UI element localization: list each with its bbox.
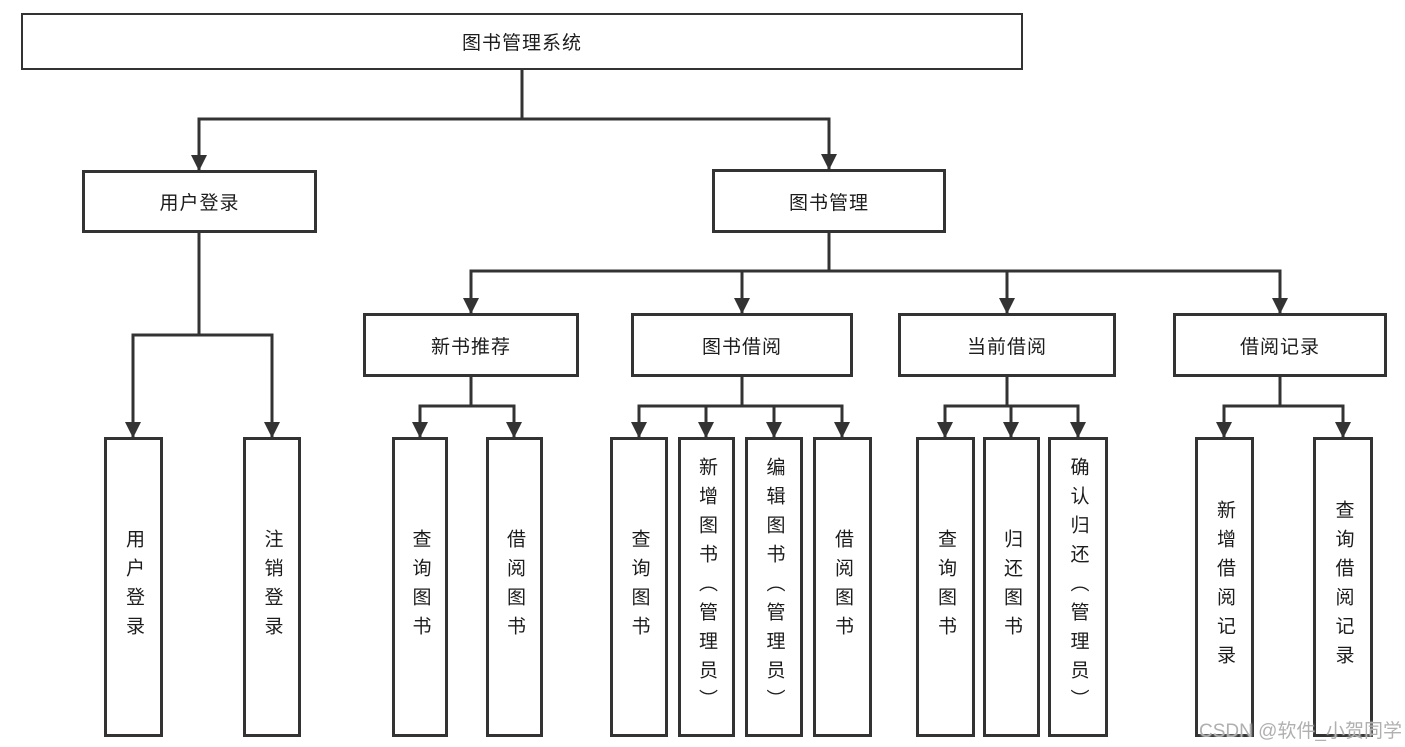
node-borrow-records: 借阅记录 [1173, 313, 1387, 377]
leaf-query-borrow-record: 查询借阅记录 [1313, 437, 1373, 737]
leaf-borrow-books: 借阅图书 [813, 437, 872, 737]
leaf-borrow-books-recommend: 借阅图书 [486, 437, 543, 737]
leaf-user-login: 用户登录 [104, 437, 163, 737]
node-user-login-module: 用户登录 [82, 170, 317, 233]
csdn-watermark: CSDN @软件_小贺同学 [1199, 721, 1402, 742]
node-new-book-recommend: 新书推荐 [363, 313, 579, 377]
leaf-confirm-return-admin: 确认归还（管理员） [1048, 437, 1108, 737]
leaf-add-borrow-record: 新增借阅记录 [1195, 437, 1254, 737]
node-current-borrow: 当前借阅 [898, 313, 1116, 377]
node-book-borrow: 图书借阅 [631, 313, 853, 377]
leaf-query-books-borrow: 查询图书 [610, 437, 668, 737]
leaf-query-books-current: 查询图书 [916, 437, 975, 737]
node-book-management-module: 图书管理 [712, 169, 946, 233]
leaf-edit-books-admin: 编辑图书（管理员） [745, 437, 803, 737]
leaf-query-books-recommend: 查询图书 [392, 437, 448, 737]
leaf-logout: 注销登录 [243, 437, 301, 737]
leaf-return-books: 归还图书 [983, 437, 1040, 737]
leaf-add-books-admin: 新增图书（管理员） [678, 437, 735, 737]
node-root-system: 图书管理系统 [21, 13, 1023, 70]
